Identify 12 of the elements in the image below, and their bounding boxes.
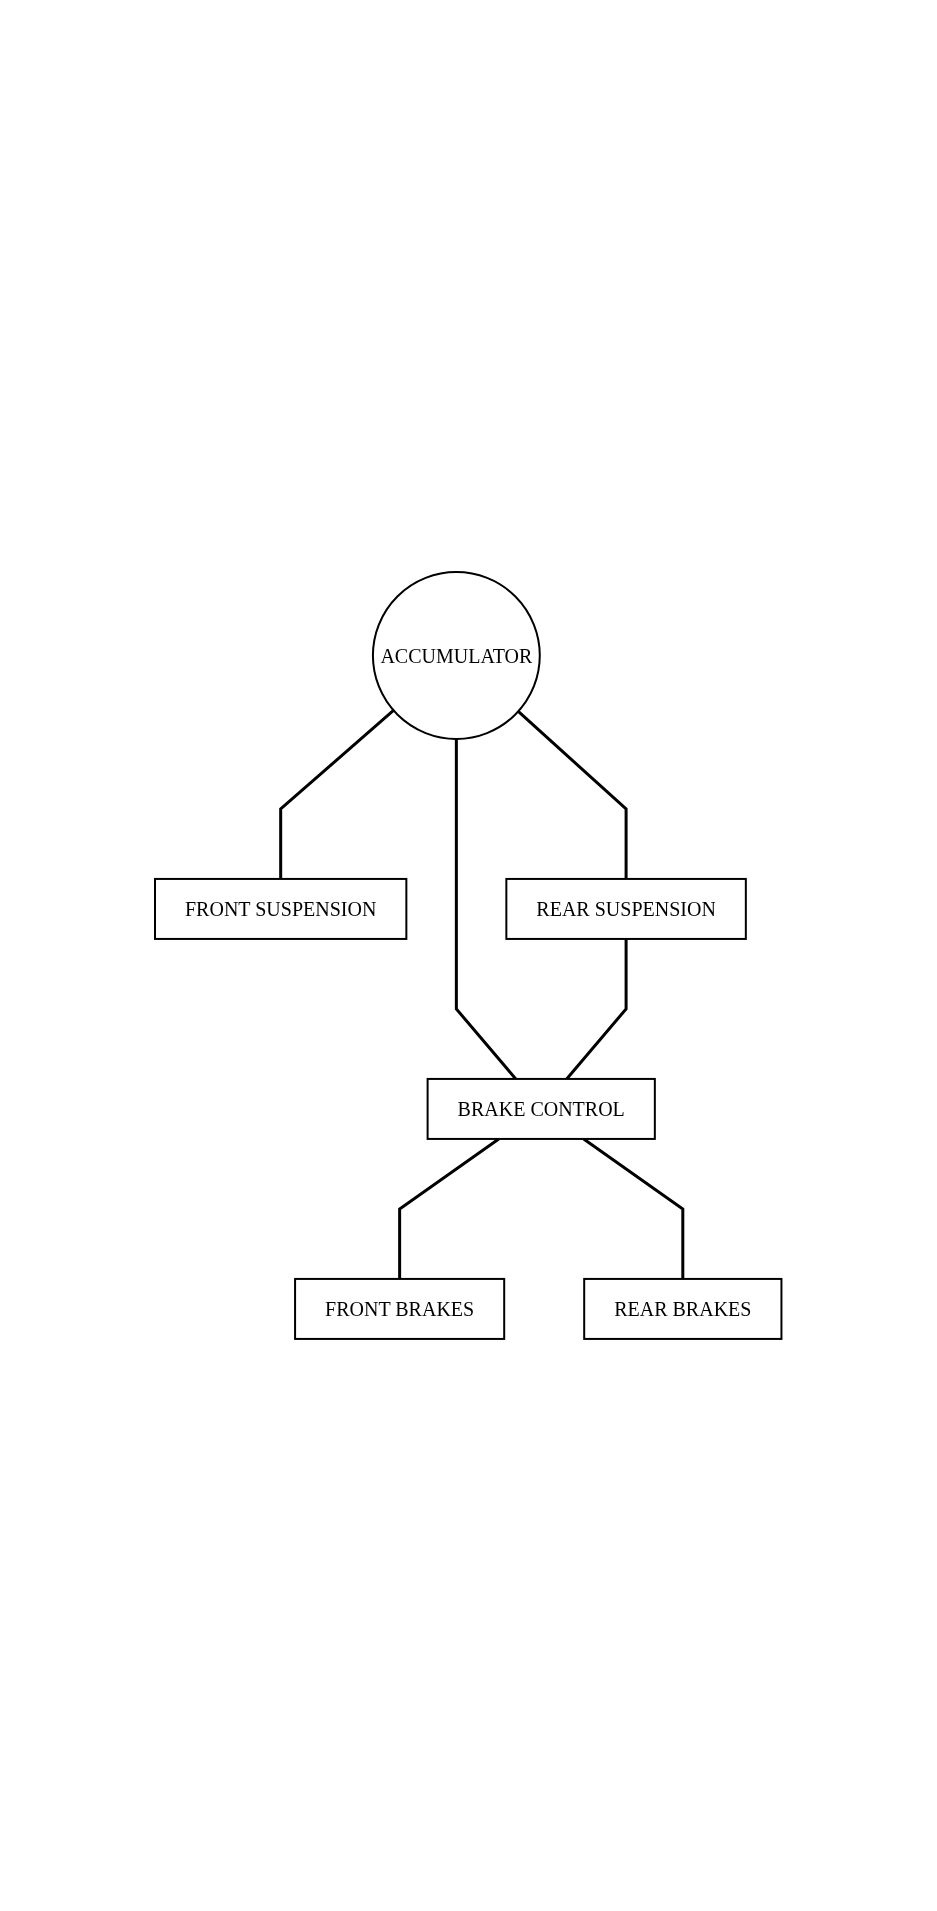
node-box: REAR BRAKES bbox=[583, 1277, 783, 1340]
connector bbox=[279, 709, 395, 879]
node-box: FRONT BRAKES bbox=[294, 1277, 506, 1340]
connector bbox=[455, 738, 518, 1080]
node-box: BRAKE CONTROL bbox=[426, 1077, 657, 1140]
connector bbox=[565, 938, 628, 1080]
connector bbox=[583, 1137, 685, 1279]
connector bbox=[517, 710, 628, 879]
node-box: FRONT SUSPENSION bbox=[154, 877, 408, 940]
node-box: REAR SUSPENSION bbox=[505, 877, 748, 940]
connector bbox=[398, 1137, 500, 1279]
node-circle: ACCUMULATOR bbox=[372, 571, 542, 740]
